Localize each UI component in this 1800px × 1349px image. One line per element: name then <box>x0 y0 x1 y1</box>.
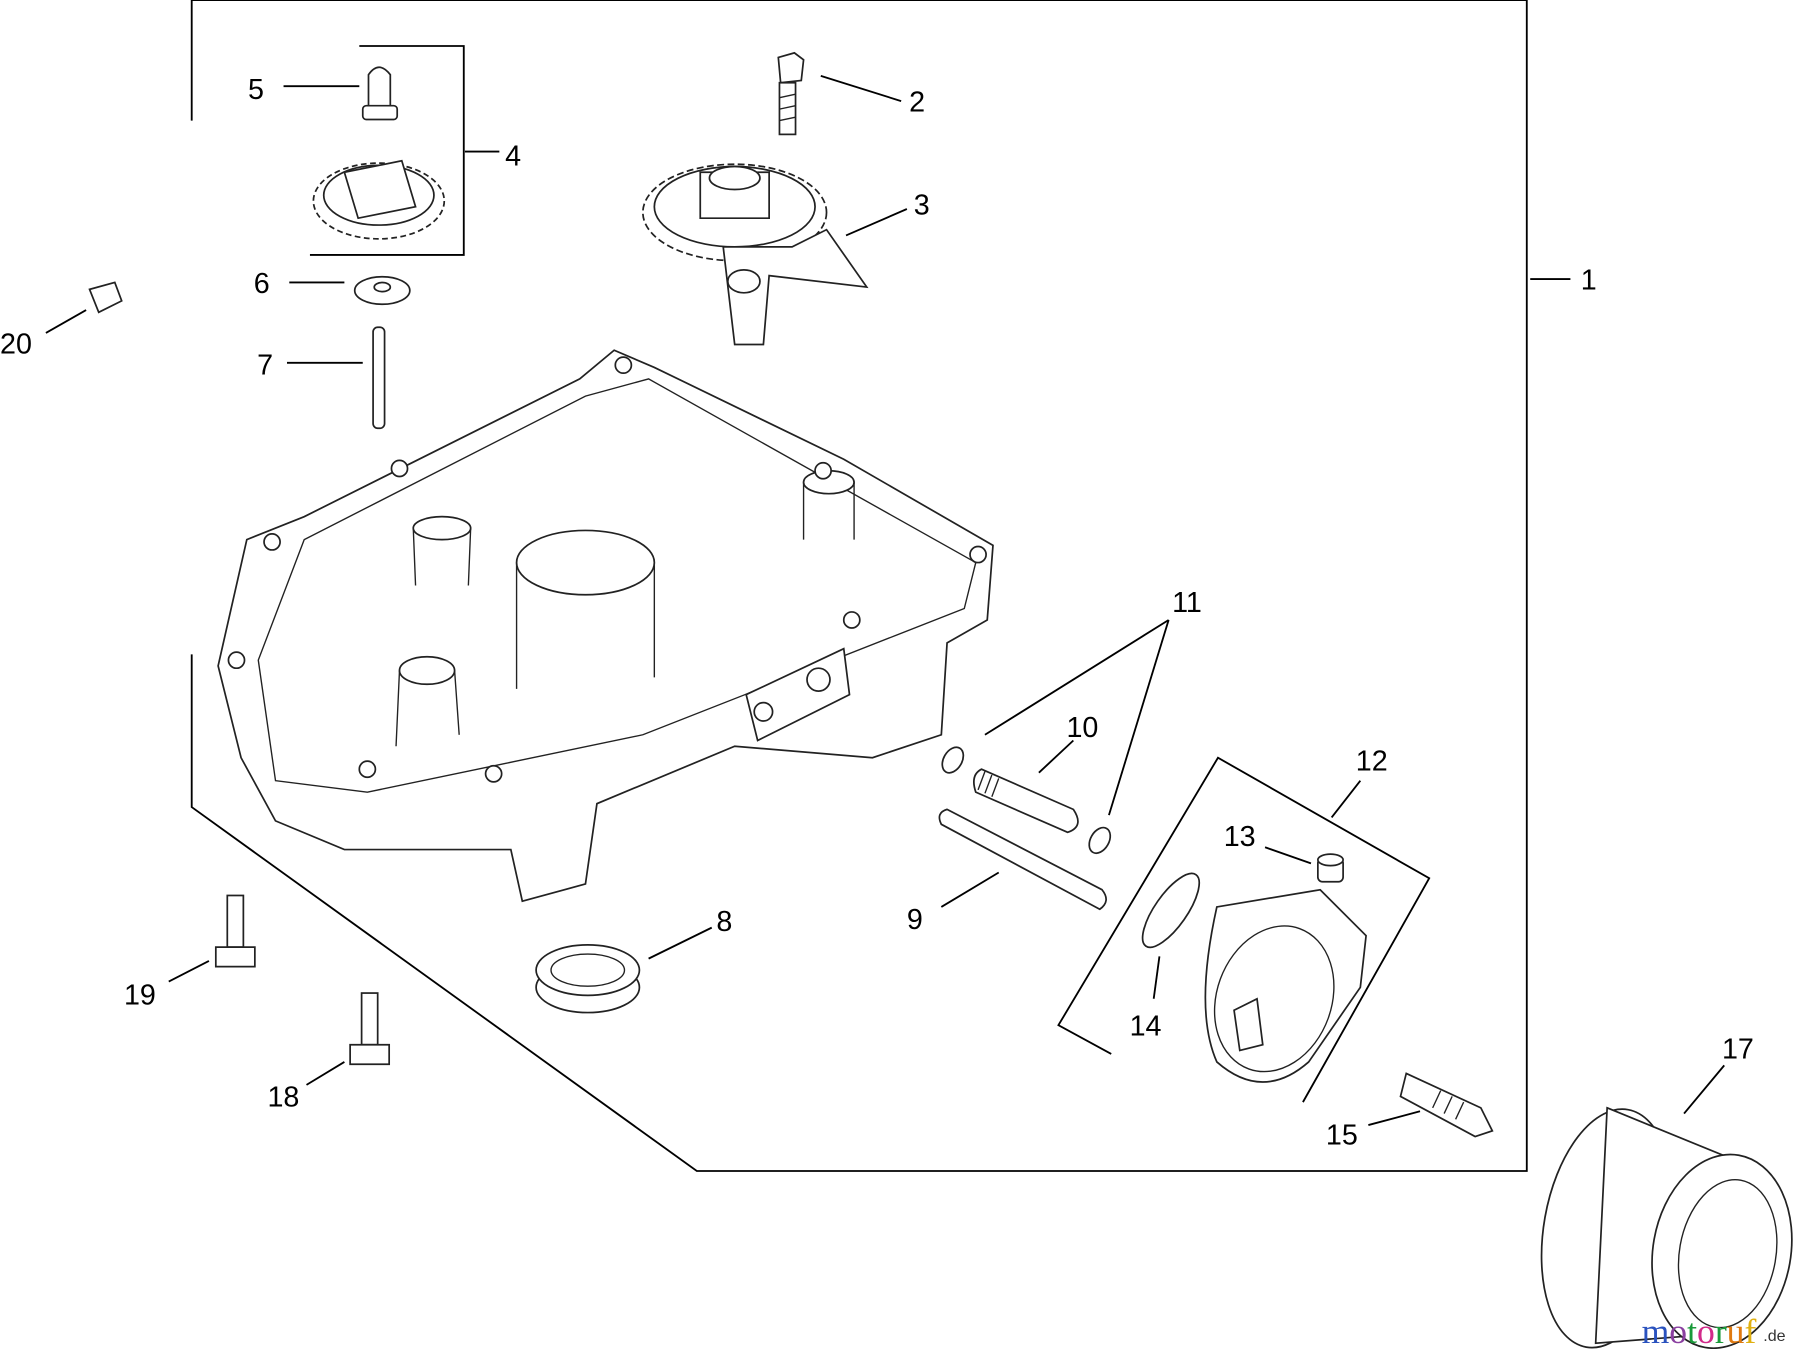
o-ring-part-11a <box>941 746 965 774</box>
callout-18: 18 <box>267 1082 299 1114</box>
adapter-part-12 <box>1204 888 1367 1083</box>
subassembly-box-12 <box>1057 756 1431 1103</box>
oil-filter-part-17 <box>1540 1106 1793 1349</box>
bolt-part-18 <box>349 992 391 1066</box>
gear-part-3 <box>641 163 869 346</box>
tube-part-9 <box>938 808 1107 911</box>
washer-part-6 <box>353 275 411 306</box>
bolt-part-19 <box>214 894 256 968</box>
callout-7: 7 <box>257 349 273 381</box>
callout-15: 15 <box>1326 1120 1358 1152</box>
leader-lines <box>45 74 1725 1126</box>
callout-20: 20 <box>0 329 32 361</box>
o-ring-part-11b <box>1088 826 1112 855</box>
callout-2: 2 <box>909 86 925 118</box>
bolt-part-2 <box>777 51 805 136</box>
oil-pan <box>217 349 994 903</box>
assembly-frame <box>190 0 1528 1172</box>
callout-17: 17 <box>1722 1033 1754 1065</box>
fitting-part-10 <box>973 768 1079 834</box>
plug-part-20 <box>88 281 123 314</box>
callout-6: 6 <box>254 268 270 300</box>
callout-13: 13 <box>1224 821 1256 853</box>
gear-part-4 <box>312 159 446 240</box>
pin-part-7 <box>372 326 386 430</box>
callout-9: 9 <box>907 904 923 936</box>
svg-text:.de: .de <box>1763 1327 1785 1345</box>
callout-8: 8 <box>716 906 732 938</box>
seal-part-8 <box>535 943 641 1014</box>
callout-5: 5 <box>248 74 264 106</box>
plug-part-13 <box>1316 853 1344 883</box>
nipple-part-15 <box>1399 1072 1494 1138</box>
motoruf-watermark-logo: motoruf .de <box>1642 1313 1786 1349</box>
callout-1: 1 <box>1581 264 1597 296</box>
callout-4: 4 <box>505 140 521 172</box>
gasket-part-14 <box>1141 872 1201 949</box>
cap-part-5 <box>361 66 399 121</box>
callout-14: 14 <box>1130 1011 1162 1043</box>
subassembly-box-4 <box>309 45 465 256</box>
svg-text:motoruf: motoruf <box>1642 1313 1757 1349</box>
callout-19: 19 <box>124 980 156 1012</box>
callout-3: 3 <box>914 190 930 222</box>
callout-11: 11 <box>1172 587 1202 619</box>
callout-10: 10 <box>1066 712 1098 744</box>
callout-12: 12 <box>1356 745 1388 777</box>
